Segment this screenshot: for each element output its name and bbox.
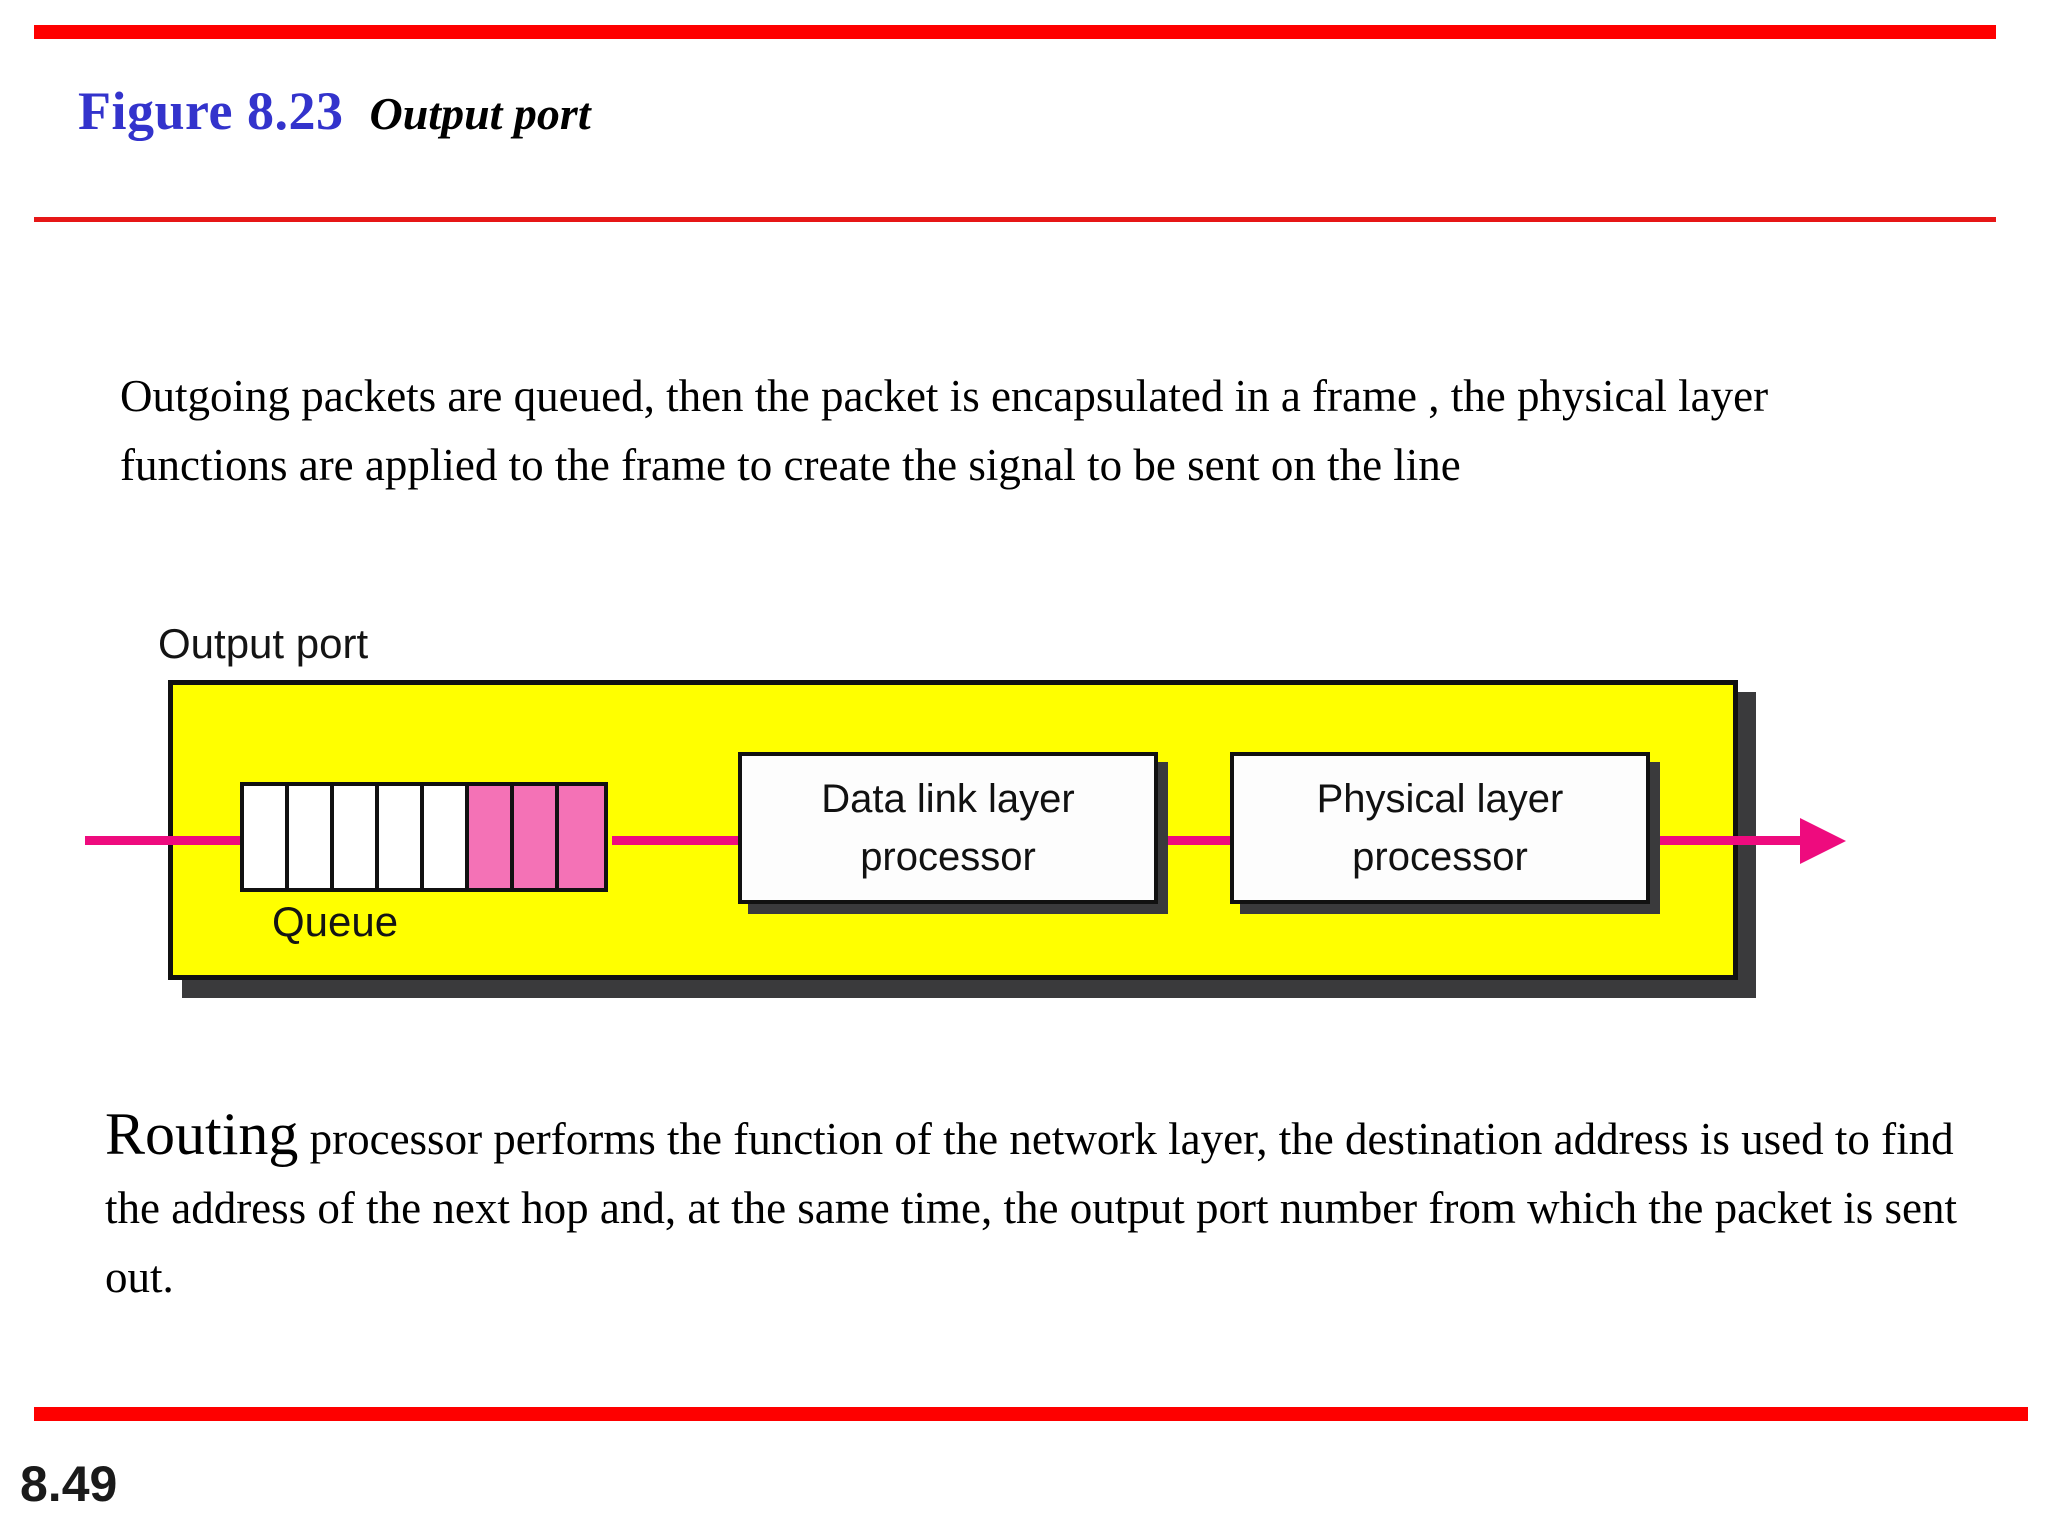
figure-title: Output port: [369, 88, 591, 139]
data-link-processor-shadow: [748, 762, 1168, 914]
diagram-caption: Output port: [158, 620, 369, 667]
queue-cell: [379, 786, 424, 888]
flow-line-inbound: [85, 836, 265, 845]
queue-cell: [334, 786, 379, 888]
flow-line-queue-to-dll: [612, 836, 740, 845]
output-port-shadow: [182, 692, 1756, 998]
queue-cell: [514, 786, 559, 888]
packet-queue: [240, 782, 608, 892]
physical-processor-line1: Physical layer: [1316, 777, 1564, 821]
queue-cell: [289, 786, 334, 888]
flow-arrow-icon: [1800, 818, 1846, 864]
queue-cell: [424, 786, 469, 888]
flow-line-outbound: [1646, 836, 1818, 845]
closing-paragraph-body: processor performs the function of the n…: [105, 1114, 1958, 1302]
data-link-processor-line1: Data link layer: [821, 777, 1075, 821]
flow-line-dll-to-phy: [1126, 836, 1232, 845]
header-rule-top: [34, 25, 1996, 39]
figure-label: Figure 8.23: [78, 81, 344, 141]
physical-layer-processor: Physical layer processor: [1230, 752, 1650, 904]
queue-cell: [244, 786, 289, 888]
physical-processor-line2: processor: [1352, 835, 1528, 879]
page-number: 8.49: [20, 1456, 118, 1512]
data-link-layer-processor: Data link layer processor: [738, 752, 1158, 904]
queue-label: Queue: [272, 898, 399, 945]
footer-rule: [34, 1407, 2028, 1421]
queue-cell: [559, 786, 604, 888]
data-link-processor-line2: processor: [860, 835, 1036, 879]
physical-processor-shadow: [1240, 762, 1660, 914]
closing-lead-word: Routing: [105, 1101, 299, 1167]
closing-paragraph: Routing processor performs the function …: [105, 1100, 2005, 1312]
intro-paragraph: Outgoing packets are queued, then the pa…: [120, 371, 1769, 490]
output-port-container: [168, 680, 1738, 980]
queue-cell: [469, 786, 514, 888]
page-title: Figure 8.23 Output port: [78, 80, 591, 142]
header-rule-under-title: [34, 217, 1996, 222]
